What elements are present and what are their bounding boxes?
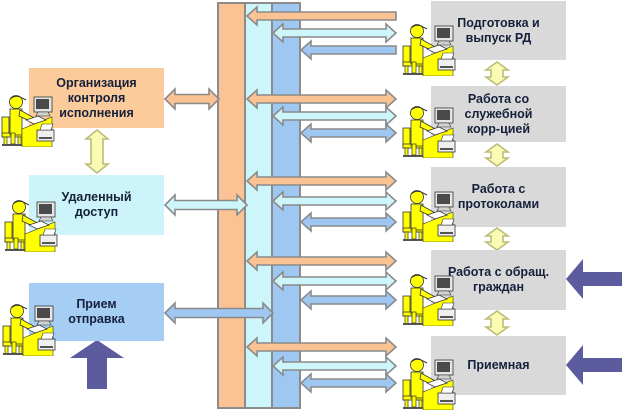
external-input-arrow-left [566, 345, 622, 385]
module-link-arrow [483, 227, 511, 251]
module-link-arrow [483, 143, 511, 167]
bus-link-arrow-orange [245, 170, 398, 192]
user-workstation-icon [401, 272, 459, 326]
module-link-arrow [483, 61, 511, 86]
module-label: Прием отправка [68, 297, 125, 326]
user-workstation-icon [401, 22, 459, 76]
bus-link-arrow-orange [163, 87, 221, 111]
module-label: Работа со служебной корр-цией [464, 91, 533, 136]
external-input-arrow-left [566, 259, 622, 299]
bus-link-arrow-blue [299, 211, 398, 233]
user-workstation-icon [1, 302, 59, 356]
module-label: Подготовка и выпуск РД [457, 15, 540, 45]
user-workstation-icon [0, 93, 58, 147]
module-box-reception[interactable]: Приемная [431, 336, 566, 395]
user-workstation-icon [401, 104, 459, 158]
bus-lane-cyan [244, 2, 273, 409]
module-link-arrow [483, 310, 511, 336]
bus-link-arrow-blue [299, 122, 398, 144]
bus-link-arrow-cyan [271, 270, 398, 292]
bus-link-arrow-orange [245, 250, 398, 272]
bus-link-arrow-orange [245, 5, 397, 27]
bus-link-arrow-orange [245, 88, 398, 110]
module-box-citizen-requests[interactable]: Работа с обращ. граждан [431, 250, 566, 310]
bus-link-arrow-blue [163, 301, 275, 325]
user-workstation-icon [401, 188, 459, 242]
bus-link-arrow-cyan [271, 105, 398, 127]
bus-link-arrow-blue [299, 289, 398, 311]
bus-link-arrow-blue [299, 372, 398, 394]
module-box-official-correspondence[interactable]: Работа со служебной корр-цией [431, 86, 566, 142]
module-label: Работа с протоколами [457, 182, 540, 211]
user-workstation-icon [401, 356, 459, 410]
module-box-protocols[interactable]: Работа с протоколами [431, 167, 566, 227]
bus-link-arrow-blue [299, 39, 397, 61]
bus-link-arrow-orange [245, 336, 398, 358]
module-link-arrow [83, 128, 111, 175]
bus-link-arrow-cyan [271, 22, 398, 44]
module-box-document-preparation[interactable]: Подготовка и выпуск РД [431, 1, 566, 60]
module-label: Работа с обращ. граждан [447, 265, 550, 294]
bus-link-arrow-cyan [271, 190, 398, 212]
bus-link-arrow-cyan [163, 193, 249, 217]
module-label: Организация контроля исполнения [56, 75, 137, 120]
module-label: Приемная [467, 358, 530, 372]
module-label: Удаленный доступ [61, 190, 132, 219]
bus-link-arrow-cyan [271, 355, 398, 377]
connection-arrows [83, 5, 511, 394]
external-input-arrow-up [70, 340, 124, 389]
user-workstation-icon [3, 198, 61, 252]
